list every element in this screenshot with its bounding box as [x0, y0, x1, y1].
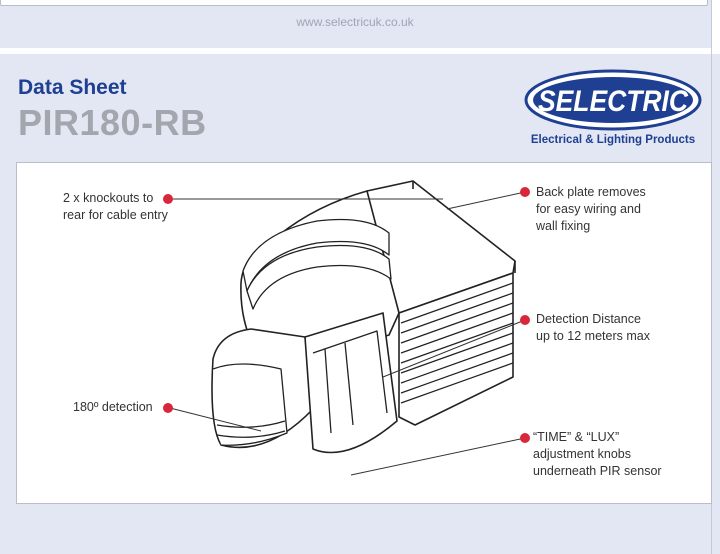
- callout-back-plate: Back plate removes for easy wiring and w…: [536, 185, 646, 233]
- top-strip: www.selectricuk.co.uk: [0, 0, 720, 48]
- previous-page-edge: [0, 0, 708, 6]
- marker-adjustment: [520, 433, 530, 443]
- scrollbar-thumb[interactable]: [711, 54, 720, 554]
- callout-knockouts: 2 x knockouts to rear for cable entry: [63, 191, 168, 222]
- doc-type-label: Data Sheet: [18, 76, 127, 99]
- marker-knockouts: [163, 194, 173, 204]
- callout-detection-angle: 180º detection: [73, 400, 153, 414]
- marker-detection-angle: [163, 403, 173, 413]
- callout-adjustment: “TIME” & “LUX” adjustment knobs undernea…: [533, 430, 662, 478]
- product-diagram-panel: 2 x knockouts to rear for cable entry Ba…: [16, 162, 712, 504]
- logo-wordmark: SELECTRIC: [538, 85, 689, 118]
- model-number: PIR180-RB: [18, 102, 207, 143]
- selectric-logo: SELECTRIC: [522, 68, 704, 150]
- marker-detection-distance: [520, 315, 530, 325]
- pir-sensor-illustration: [169, 180, 526, 476]
- marker-back-plate: [520, 187, 530, 197]
- logo-tagline: Electrical & Lighting Products: [530, 134, 696, 146]
- logo-badge: SELECTRIC: [524, 69, 702, 131]
- website-url[interactable]: www.selectricuk.co.uk: [296, 15, 414, 29]
- callout-detection-distance: Detection Distance up to 12 meters max: [536, 312, 650, 343]
- page-divider: [0, 48, 720, 54]
